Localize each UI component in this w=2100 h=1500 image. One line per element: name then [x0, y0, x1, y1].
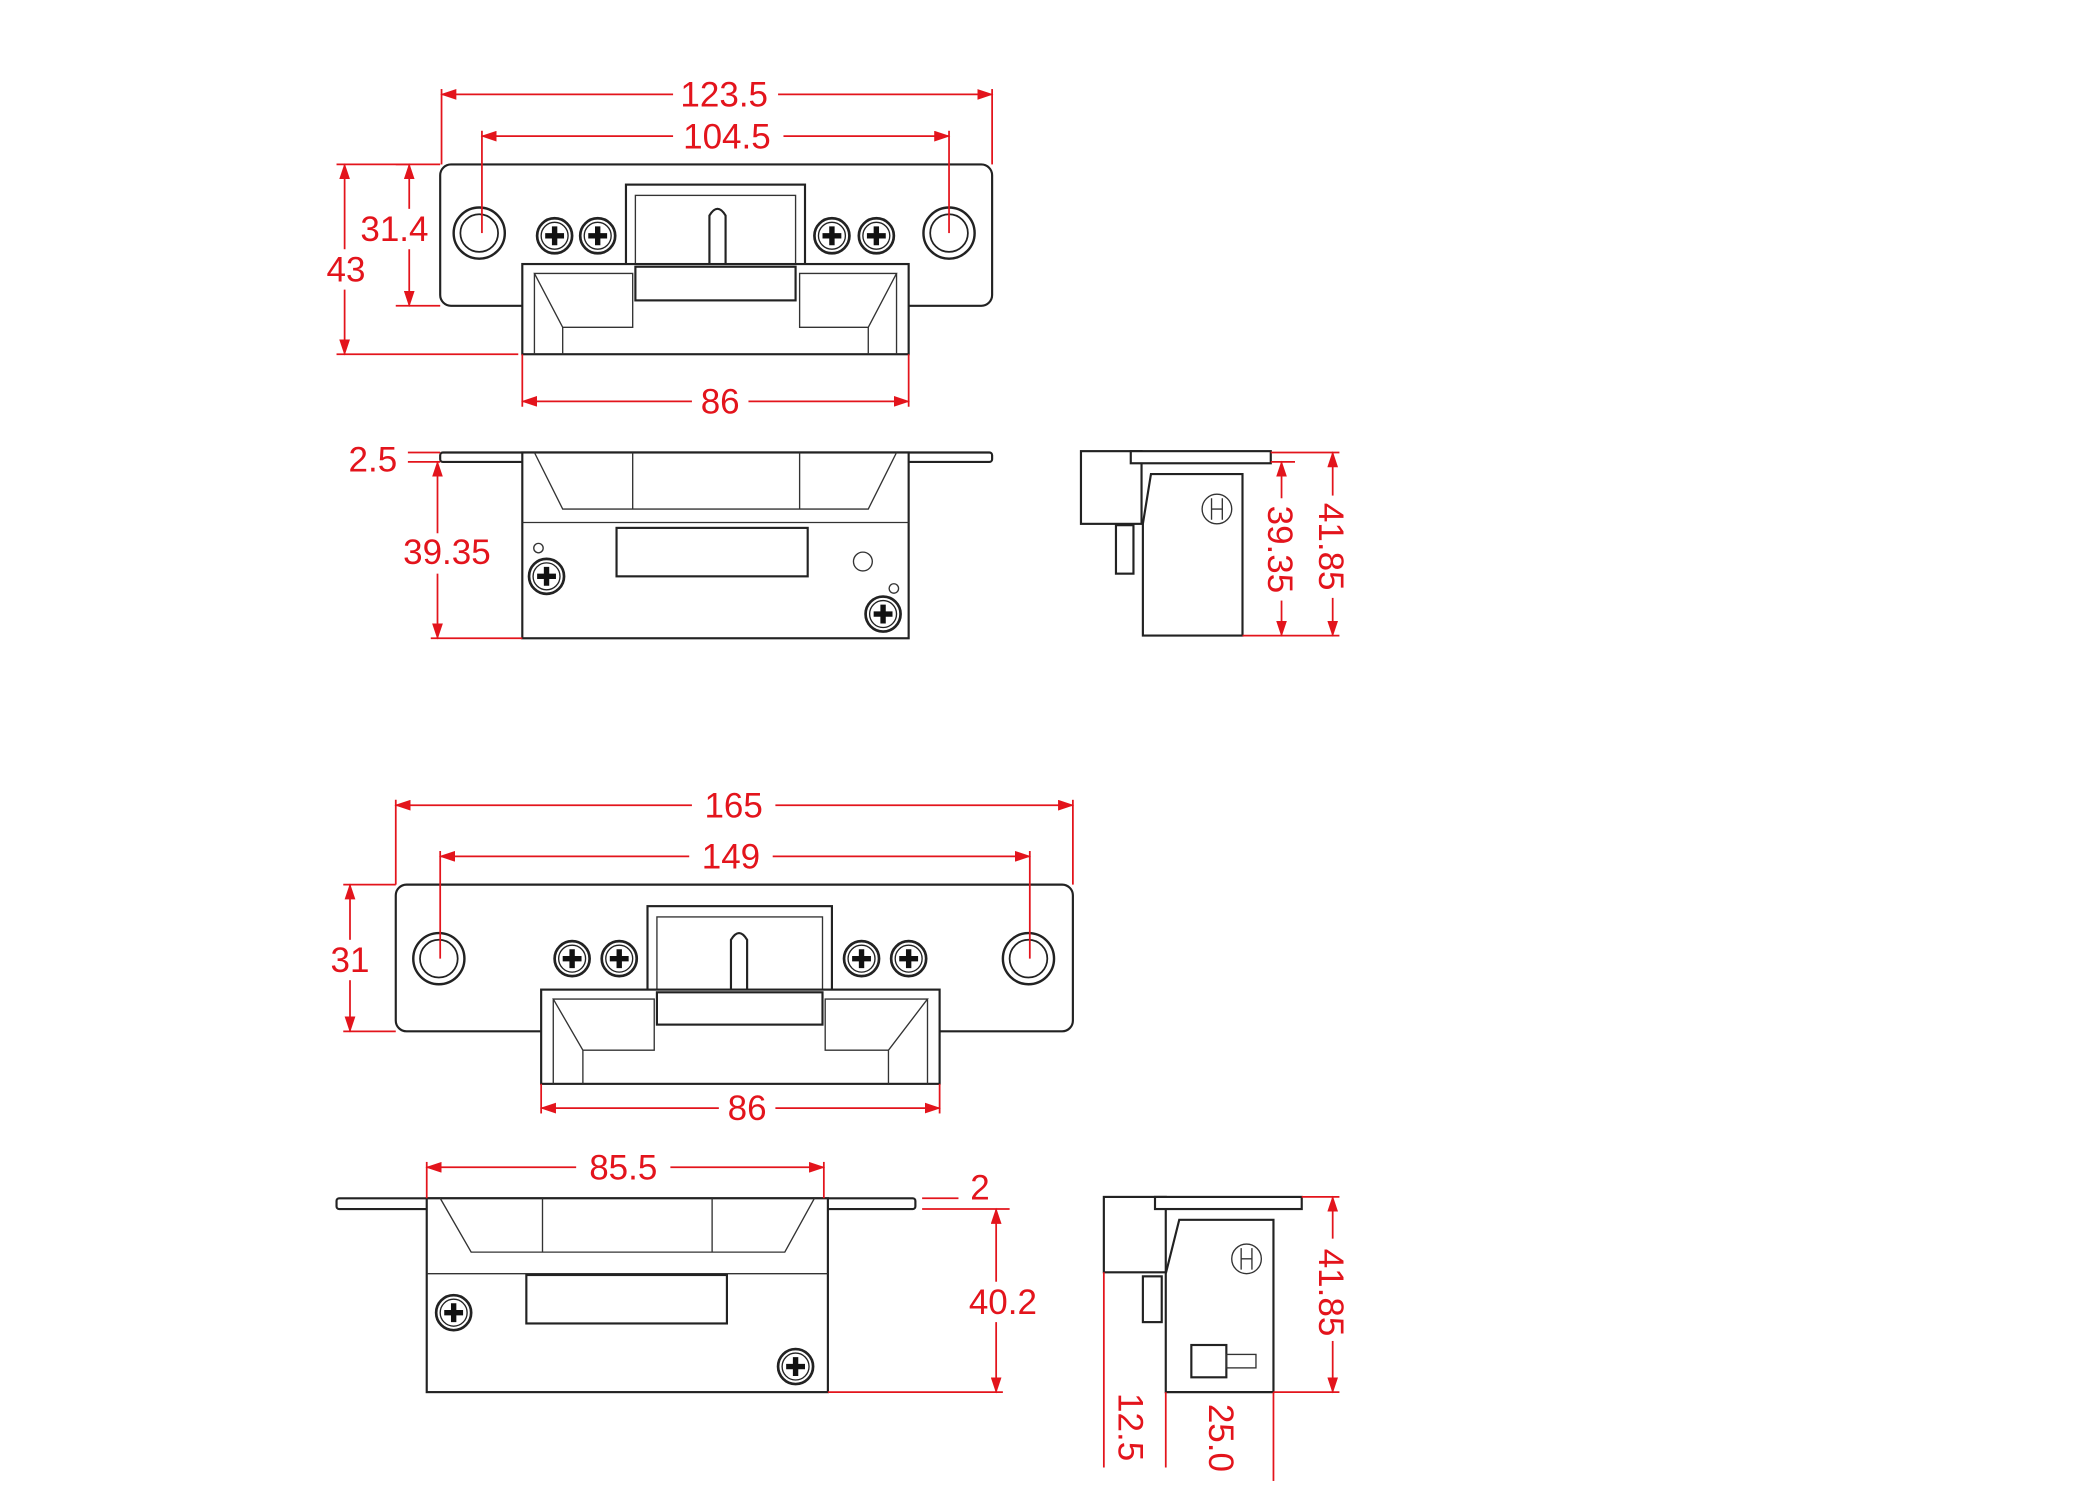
screw-icon [814, 218, 849, 253]
screw-icon [555, 941, 590, 976]
dim-hole-spacing: 149 [702, 837, 760, 876]
dim-total-height: 43 [326, 251, 365, 290]
screw-icon [866, 597, 901, 632]
drawing-6-end-view: 41.85 12.5 25.0 [1102, 1195, 1352, 1481]
screw-icon [844, 941, 879, 976]
screw-icon [778, 1349, 813, 1384]
mounting-hole [452, 206, 507, 260]
drawing-5-side-view: 85.5 2 40.2 [335, 1147, 1045, 1394]
dim-plate-height: 31 [331, 941, 370, 980]
mounting-hole [412, 931, 466, 986]
screw-icon [891, 941, 926, 976]
dim-plate-height: 31.4 [360, 210, 428, 249]
drawing-2-side-view: 2.5 39.35 [349, 440, 994, 640]
drawing-3-end-view: 39.35 41.85 [1079, 450, 1352, 637]
dim-plate-thickness: 2.5 [349, 440, 398, 479]
dim-body-depth: 40.2 [969, 1283, 1037, 1322]
dim-plate-thickness: 2 [970, 1169, 989, 1208]
dim-body-depth: 39.35 [1260, 506, 1299, 594]
latch-pin [729, 932, 749, 993]
dim-overall-width: 123.5 [680, 76, 768, 115]
dim-keeper-width: 86 [728, 1089, 767, 1128]
dim-body-width: 85.5 [589, 1148, 657, 1187]
mounting-hole [1001, 931, 1056, 986]
latch-pin [708, 207, 727, 268]
screw-icon [537, 218, 572, 253]
screw-icon [529, 559, 564, 594]
dim-offset: 12.5 [1111, 1393, 1150, 1461]
dim-end-body-width: 25.0 [1201, 1404, 1240, 1472]
dim-keeper-width: 86 [701, 382, 740, 421]
screw-icon [602, 941, 637, 976]
dim-body-depth: 39.35 [403, 533, 491, 572]
drawing-4-top-view: 165 149 31 86 [325, 785, 1075, 1129]
screw-icon [580, 218, 615, 253]
screw-icon [436, 1295, 471, 1330]
dim-overall-width: 165 [704, 786, 762, 825]
dim-total-depth: 41.85 [1311, 1249, 1350, 1337]
drawing-1-top-view: 123.5 104.5 31.4 43 86 [323, 74, 994, 422]
dim-hole-spacing: 104.5 [683, 117, 771, 156]
screw-icon [859, 218, 894, 253]
dim-total-depth: 41.85 [1311, 503, 1350, 591]
